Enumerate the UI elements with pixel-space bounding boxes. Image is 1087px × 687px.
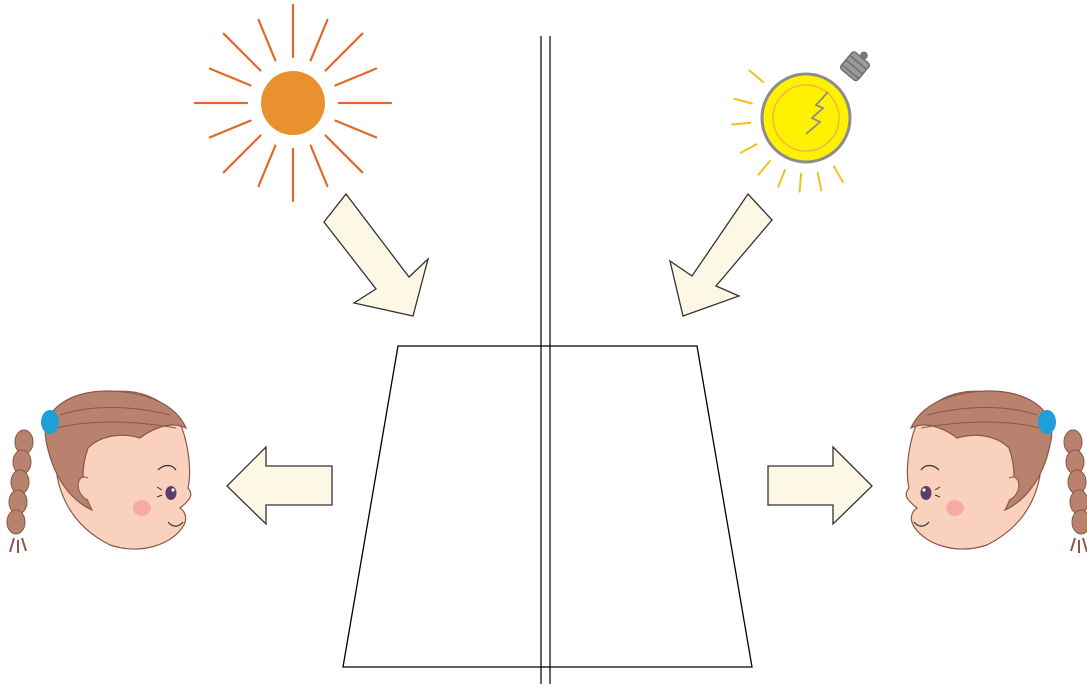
sun-ray	[210, 69, 251, 86]
girl-face-icon	[7, 391, 191, 553]
bulb-ray	[749, 70, 763, 82]
sun-ray	[336, 69, 377, 86]
bulb-glass	[762, 74, 850, 162]
cheek	[133, 500, 151, 516]
hair-tie	[1038, 410, 1056, 434]
sunlight-arrow	[324, 194, 428, 316]
sun-icon	[195, 5, 391, 201]
bulb-light-arrow	[670, 194, 772, 316]
hair-tie	[41, 410, 59, 434]
bulb-ray	[732, 123, 750, 125]
bulb-ray	[758, 161, 770, 175]
sun-ray	[224, 136, 261, 173]
sun-ray	[326, 34, 363, 71]
eye	[166, 486, 177, 500]
girl-face-left	[7, 391, 191, 553]
sun-disc	[261, 71, 325, 135]
double-line-divider	[541, 36, 550, 684]
sun-ray	[210, 121, 251, 138]
sun-ray	[224, 34, 261, 71]
sun-ray	[259, 20, 276, 61]
bulb-base	[839, 45, 874, 81]
braid-segment	[7, 510, 25, 534]
light-bulb-icon	[732, 45, 875, 191]
sun-ray	[326, 136, 363, 173]
trapezoid-shape	[343, 346, 752, 667]
bulb-ray	[818, 173, 822, 191]
bulb-ray	[741, 144, 757, 152]
sun-ray	[311, 20, 328, 61]
reflected-light-arrow-left	[227, 447, 332, 524]
eye	[921, 486, 932, 500]
girl-face-icon	[906, 391, 1087, 553]
sun-ray	[259, 146, 276, 187]
bulb-ray	[735, 99, 752, 104]
sun-ray	[336, 121, 377, 138]
cheek	[946, 500, 964, 516]
braid-segment	[1072, 510, 1087, 534]
bulb-ray	[800, 174, 802, 192]
bulb-ray	[778, 170, 785, 187]
girl-face-right	[906, 391, 1087, 553]
bulb-ray	[834, 167, 843, 183]
sun-ray	[311, 146, 328, 187]
reflected-light-arrow-right	[768, 447, 872, 524]
